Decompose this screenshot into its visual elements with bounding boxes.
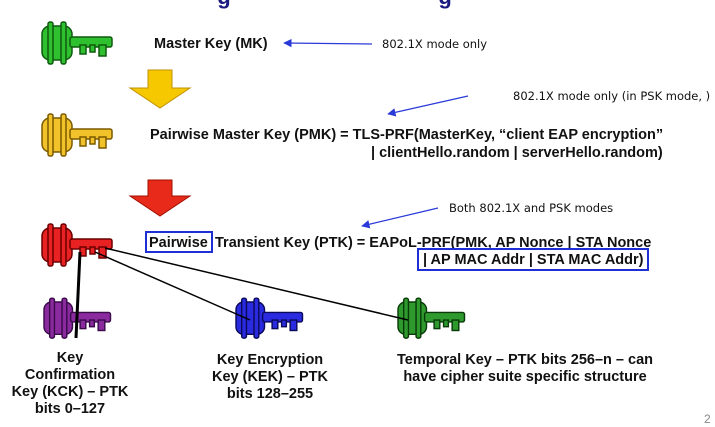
highlight-box-mac-addr — [417, 248, 649, 271]
master-key-icon — [41, 21, 113, 65]
page-number: 2 — [704, 412, 711, 426]
pmk-mode-note: 802.1X mode only (in PSK mode, ) — [513, 89, 711, 103]
ptk-word-pairwise: Pairwise — [149, 235, 208, 251]
down-arrow-yellow — [128, 69, 192, 109]
pmk-formula-line2: | clientHello.random | serverHello.rando… — [371, 145, 663, 161]
kck-label-line: bits 0–127 — [34, 401, 106, 417]
tk-label: Temporal Key – PTK bits 256–n – can have… — [380, 352, 670, 386]
kck-label: Key Confirmation Key (KCK) – PTK bits 0–… — [0, 350, 140, 418]
ptk-formula-line1: Transient Key (PTK) = EAPoL-PRF(PMK, AP … — [215, 235, 652, 251]
kek-label: Key Encryption Key (KEK) – PTK bits 128–… — [200, 352, 340, 403]
master-key-label: Master Key (MK) — [154, 36, 268, 52]
ptk-key-icon — [41, 223, 113, 267]
ptk-formula-line2: | AP MAC Addr | STA MAC Addr) — [423, 252, 644, 268]
pmk-key-icon — [41, 113, 113, 157]
down-arrow-red — [128, 179, 192, 217]
tk-label-line: have cipher suite specific structure — [403, 369, 647, 385]
kek-label-line: Key (KEK) – PTK — [211, 369, 329, 385]
kek-label-line: bits 128–255 — [226, 386, 314, 402]
kck-label-line: Key (KCK) – PTK — [11, 384, 129, 400]
annotation-arrow-pmk — [387, 95, 469, 117]
highlight-box-pairwise — [145, 231, 213, 253]
kek-label-line: Key Encryption — [216, 352, 324, 368]
annotation-arrow-mk — [283, 38, 373, 48]
title-fragment: · · · · · g · · · · · · · · · · · · · · … — [150, 0, 452, 9]
connector-tk — [104, 247, 409, 321]
mk-mode-note: 802.1X mode only — [382, 37, 488, 51]
connector-kek — [94, 251, 251, 321]
tk-label-line: Temporal Key – PTK bits 256–n – can — [397, 352, 653, 368]
connector-kck — [74, 251, 82, 339]
annotation-arrow-ptk — [361, 207, 439, 229]
ptk-mode-note: Both 802.1X and PSK modes — [449, 201, 614, 215]
pmk-formula-line1: Pairwise Master Key (PMK) = TLS-PRF(Mast… — [150, 127, 664, 143]
kck-label-line: Key — [56, 350, 84, 366]
tk-key-icon — [397, 297, 466, 339]
kck-label-line: Confirmation — [24, 367, 116, 383]
